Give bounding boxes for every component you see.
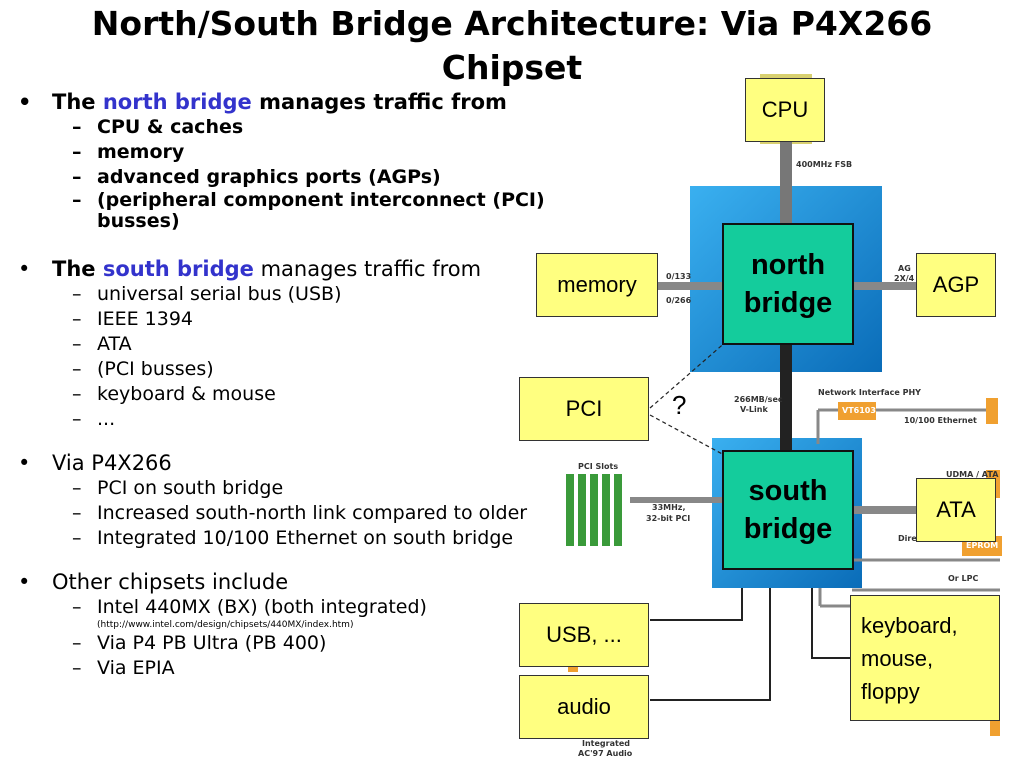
ethernet-port	[986, 398, 998, 424]
sub-bullet: memory	[18, 140, 578, 165]
sub-bullet: ATA	[18, 332, 578, 357]
north-bridge-line-2: bridge	[743, 287, 833, 319]
vlink-label: 266MB/sec	[734, 395, 783, 404]
pci-slots-label: PCI Slots	[578, 462, 619, 471]
sub-bullet: (PCI busses)	[18, 357, 578, 382]
sub-bullet: Via P4 PB Ultra (PB 400)	[18, 631, 578, 656]
eprom-label: EPROM	[966, 541, 999, 550]
pci-speed-label: 33MHz,	[652, 503, 686, 512]
sub-bullet: (peripheral component interconnect (PCI)…	[18, 190, 578, 232]
bullet-north-pre: The	[52, 90, 103, 114]
sub-bullet: Integrated 10/100 Ethernet on south brid…	[18, 526, 578, 551]
sub-bullet: Increased south-north link compared to o…	[18, 501, 578, 526]
ac97-label: AC'97 Audio	[578, 749, 633, 758]
sub-bullet-line: busses)	[97, 210, 180, 232]
bullet-list: The north bridge manages traffic from CP…	[18, 89, 578, 681]
south-bridge-line-1: south	[748, 475, 828, 507]
title-line-2: Chipset	[441, 48, 583, 87]
bullet-other-chipsets: Other chipsets include	[18, 569, 578, 595]
bullet-south-pre: The	[52, 257, 103, 281]
floppy-port	[990, 700, 1000, 736]
lpc-label: Or LPC	[948, 574, 979, 583]
ac97-label: Integrated	[582, 739, 630, 748]
agp-speed-label: AG	[898, 264, 911, 273]
sub-bullet: universal serial bus (USB)	[18, 282, 578, 307]
sub-bullet: CPU & caches	[18, 115, 578, 140]
mem-speed-label: 0/266	[666, 296, 692, 305]
fsb-bus	[780, 140, 792, 226]
south-bridge-box: south bridge	[722, 450, 854, 570]
keyboard-line	[811, 588, 852, 659]
bullet-via: Via P4X266	[18, 450, 578, 476]
south-bridge-highlight: south bridge	[102, 257, 254, 281]
bullet-north-bridge: The north bridge manages traffic from	[18, 89, 578, 115]
south-bridge-line-2: bridge	[743, 513, 833, 545]
pci-north-dashed-link	[649, 339, 729, 409]
keyboard-line-1: keyboard,	[861, 612, 958, 638]
sub-bullet: Via EPIA	[18, 656, 578, 681]
udma-port	[986, 470, 1000, 498]
keyboard-mouse-floppy-box: keyboard, mouse, floppy	[850, 595, 1000, 721]
sub-bullet: advanced graphics ports (AGPs)	[18, 165, 578, 190]
slide-title: North/South Bridge Architecture: Via P4X…	[0, 2, 1024, 90]
north-chip	[690, 186, 882, 372]
intel-url: (http://www.intel.com/design/chipsets/44…	[97, 620, 354, 630]
sub-bullet: Intel 440MX (BX) (both integrated)	[18, 595, 578, 620]
keyboard-line-3: floppy	[861, 678, 920, 704]
mem-speed-label: 0/133	[666, 272, 692, 281]
sub-bullet: keyboard & mouse	[18, 382, 578, 407]
question-mark: ?	[672, 390, 687, 420]
bullet-south-post: manages traffic from	[253, 257, 482, 281]
audio-box: audio	[519, 675, 649, 739]
nic-label: Network Interface PHY	[818, 388, 921, 397]
usb-line	[650, 588, 743, 621]
agp-box: AGP	[916, 253, 996, 317]
sub-bullet-line: (peripheral component interconnect (PCI)	[97, 189, 545, 211]
eprom-chip	[962, 536, 1002, 556]
sub-bullet: ...	[18, 407, 578, 432]
agp-speed-label: 2X/4	[894, 274, 915, 283]
north-bridge-highlight: north bridge	[102, 90, 252, 114]
sub-bullet: IEEE 1394	[18, 307, 578, 332]
north-bridge-box: north bridge	[722, 223, 854, 345]
vt6103-label: VT6103	[842, 406, 876, 415]
ata-box: ATA	[916, 478, 996, 542]
vlink-label: V-Link	[740, 405, 768, 414]
keyboard-line-2: mouse,	[861, 645, 934, 671]
south-chip	[712, 438, 862, 588]
pci-speed-label: 32-bit PCI	[646, 514, 691, 523]
fsb-label: 400MHz FSB	[796, 160, 853, 169]
bullet-north-post: manages traffic from	[251, 90, 507, 114]
audio-line	[650, 588, 771, 701]
bullet-south-bridge: The south bridge manages traffic from	[18, 256, 578, 282]
udma-label: UDMA / ATA	[946, 470, 999, 479]
vt6103-chip	[838, 402, 876, 420]
sub-bullet: PCI on south bridge	[18, 476, 578, 501]
dire-label: Dire	[898, 534, 917, 543]
north-bridge-line-1: north	[750, 249, 826, 281]
title-line-1: North/South Bridge Architecture: Via P4X…	[91, 4, 933, 43]
pci-south-dashed-link	[649, 414, 727, 457]
ethernet-label: 10/100 Ethernet	[904, 416, 977, 425]
vlink-bus	[780, 342, 792, 452]
